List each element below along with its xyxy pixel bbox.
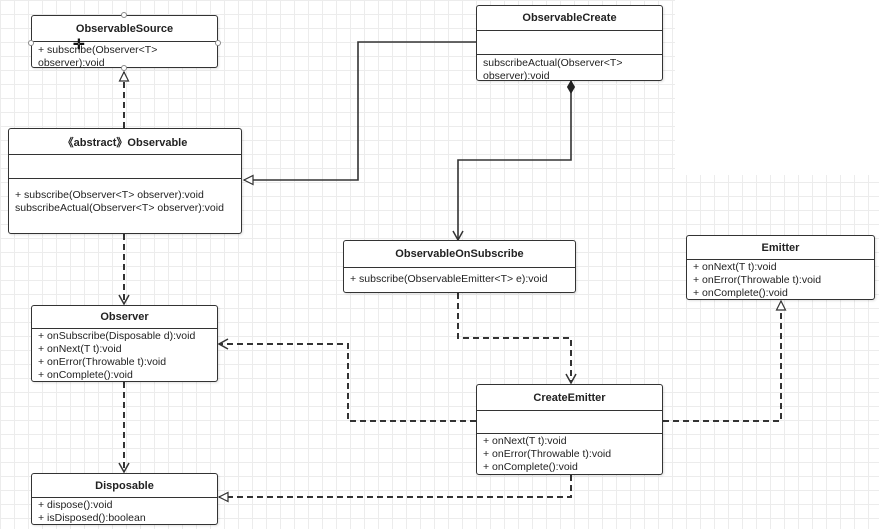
class-name: ObservableSource <box>32 16 217 42</box>
class-operations: + onSubscribe(Disposable d):void + onNex… <box>32 329 217 384</box>
class-attributes <box>477 31 662 55</box>
class-observableonsubscribe[interactable]: ObservableOnSubscribe + subscribe(Observ… <box>343 240 576 293</box>
canvas-blank-area <box>675 0 879 175</box>
operation: + subscribe(ObservableEmitter<T> e):void <box>350 273 548 285</box>
connection-port[interactable] <box>121 12 127 18</box>
operation: + onSubscribe(Disposable d):void <box>38 330 196 342</box>
class-operations: + subscribe(ObservableEmitter<T> e):void <box>344 268 575 288</box>
class-createemitter[interactable]: CreateEmitter + onNext(T t):void + onErr… <box>476 384 663 475</box>
class-name: 《abstract》Observable <box>9 129 241 155</box>
class-operations: + onNext(T t):void + onError(Throwable t… <box>477 434 662 476</box>
class-observable[interactable]: 《abstract》Observable + subscribe(Observe… <box>8 128 242 234</box>
class-name: Disposable <box>32 474 217 498</box>
class-operations: + subscribe(Observer<T> observer):void s… <box>9 179 241 217</box>
operation: + isDisposed():boolean <box>38 512 146 524</box>
move-cursor-icon: ✛ <box>73 36 85 52</box>
class-observablecreate[interactable]: ObservableCreate subscribeActual(Observe… <box>476 5 663 82</box>
operation: + onError(Throwable t):void <box>483 448 612 460</box>
dependency-observableonsubscribe-to-createemitter <box>457 293 577 385</box>
operation: observer):void <box>38 57 105 69</box>
operation: subscribeActual(Observer<T> observer):vo… <box>15 202 224 214</box>
class-operations: + onNext(T t):void + onError(Throwable t… <box>687 260 874 302</box>
operation: observer):void <box>483 70 550 82</box>
connection-port[interactable] <box>28 40 34 46</box>
class-attributes <box>9 155 241 179</box>
class-observer[interactable]: Observer + onSubscribe(Disposable d):voi… <box>31 305 218 382</box>
class-operations: + dispose():void + isDisposed():boolean <box>32 498 217 527</box>
class-name: ObservableOnSubscribe <box>344 241 575 268</box>
class-emitter[interactable]: Emitter + onNext(T t):void + onError(Thr… <box>686 235 875 300</box>
class-disposable[interactable]: Disposable + dispose():void + isDisposed… <box>31 473 218 525</box>
generalization-observablecreate-to-observable <box>242 41 476 186</box>
connection-port[interactable] <box>215 40 221 46</box>
operation: + dispose():void <box>38 499 113 511</box>
operation: + onComplete():void <box>693 287 788 299</box>
operation: + onComplete():void <box>38 369 133 381</box>
class-name: Observer <box>32 306 217 329</box>
operation: + subscribe(Observer<T> observer):void <box>15 189 204 201</box>
operation: + onNext(T t):void <box>38 343 122 355</box>
operation: + onError(Throwable t):void <box>38 356 167 368</box>
realization-createemitter-to-emitter <box>663 299 787 422</box>
composition-observablecreate-to-observableonsubscribe <box>452 80 576 242</box>
class-operations: + subscribe(Observer<T> observer):void <box>32 42 217 72</box>
operation: + onComplete():void <box>483 461 578 473</box>
operation: subscribeActual(Observer<T> <box>483 57 623 69</box>
operation: + onNext(T t):void <box>693 261 777 273</box>
realization-createemitter-to-disposable <box>217 475 572 503</box>
dependency-createemitter-to-observer <box>217 338 476 422</box>
class-attributes <box>477 411 662 434</box>
class-name: CreateEmitter <box>477 385 662 411</box>
class-name: ObservableCreate <box>477 6 662 31</box>
class-observablesource[interactable]: ObservableSource + subscribe(Observer<T>… <box>31 15 218 69</box>
operation: + onError(Throwable t):void <box>693 274 822 286</box>
class-operations: subscribeActual(Observer<T> observer):vo… <box>477 55 662 85</box>
operation: + onNext(T t):void <box>483 435 567 447</box>
class-name: Emitter <box>687 236 874 260</box>
operation: + subscribe(Observer<T> <box>38 44 158 56</box>
connection-port[interactable] <box>121 65 127 71</box>
